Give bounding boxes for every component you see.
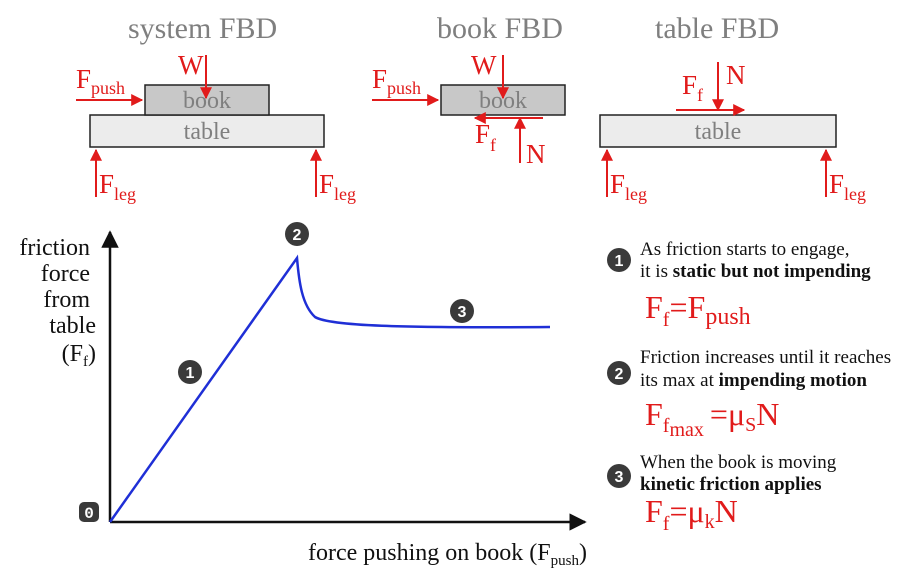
marker-2: 2 bbox=[285, 222, 309, 246]
note-3-line-1: When the book is moving bbox=[640, 452, 837, 473]
book-push-label: Fpush bbox=[372, 64, 421, 98]
svg-text:3: 3 bbox=[615, 469, 624, 486]
svg-text:3: 3 bbox=[458, 304, 467, 321]
note-1-equation: Ff=Fpush bbox=[645, 289, 751, 331]
system-push-label: Fpush bbox=[76, 64, 125, 98]
note-1-line-2: it is static but not impending bbox=[640, 261, 871, 282]
table-fbd: table Ff N Fleg Fleg bbox=[599, 60, 866, 204]
system-fbd-title: system FBD bbox=[128, 12, 277, 45]
y-axis-symbol: (Ff) bbox=[62, 341, 96, 370]
y-axis-label: friction force from table bbox=[19, 235, 96, 339]
table-box bbox=[599, 114, 837, 148]
table-box-label: table bbox=[695, 119, 742, 145]
note-1: 1 As friction starts to engage, it is st… bbox=[607, 239, 871, 331]
friction-curve bbox=[108, 254, 551, 523]
book-weight-label: W bbox=[471, 50, 497, 80]
note-2: 2 Friction increases until it reaches it… bbox=[607, 347, 891, 441]
svg-text:2: 2 bbox=[615, 366, 624, 383]
x-axis-label: force pushing on book (Fpush) bbox=[308, 540, 587, 569]
book-fbd: book Fpush W Ff N bbox=[372, 50, 566, 169]
note-2-line-2: its max at impending motion bbox=[640, 370, 867, 391]
book-friction-label: Ff bbox=[475, 119, 496, 155]
note-1-line-1: As friction starts to engage, bbox=[640, 239, 849, 260]
friction-graph: friction force from table (Ff) force pus… bbox=[19, 222, 587, 569]
system-weight-label: W bbox=[178, 50, 204, 80]
svg-text:2: 2 bbox=[293, 227, 302, 244]
book-normal-label: N bbox=[526, 139, 546, 169]
note-2-equation: Ffmax=μSN bbox=[645, 396, 779, 441]
svg-text:1: 1 bbox=[186, 365, 195, 382]
book-fbd-title: book FBD bbox=[437, 12, 563, 45]
marker-0: 0 bbox=[79, 502, 99, 523]
system-table-label: table bbox=[184, 119, 231, 145]
note-3: 3 When the book is moving kinetic fricti… bbox=[607, 452, 837, 535]
table-leg-right-label: Fleg bbox=[829, 169, 866, 204]
system-leg-right-label: Fleg bbox=[319, 169, 356, 204]
system-table-box bbox=[89, 114, 325, 148]
table-friction-label: Ff bbox=[682, 70, 703, 105]
table-normal-label: N bbox=[726, 60, 746, 90]
table-leg-left-label: Fleg bbox=[610, 169, 647, 204]
marker-1: 1 bbox=[178, 360, 202, 384]
svg-text:1: 1 bbox=[615, 253, 624, 270]
note-2-line-1: Friction increases until it reaches bbox=[640, 347, 891, 368]
svg-text:0: 0 bbox=[84, 505, 94, 523]
system-fbd: table book Fpush W Fleg Fleg bbox=[76, 50, 356, 204]
note-3-line-2: kinetic friction applies bbox=[640, 474, 822, 495]
marker-3: 3 bbox=[450, 299, 474, 323]
table-fbd-title: table FBD bbox=[655, 12, 779, 45]
note-3-equation: Ff=μkN bbox=[645, 493, 738, 535]
system-leg-left-label: Fleg bbox=[99, 169, 136, 204]
